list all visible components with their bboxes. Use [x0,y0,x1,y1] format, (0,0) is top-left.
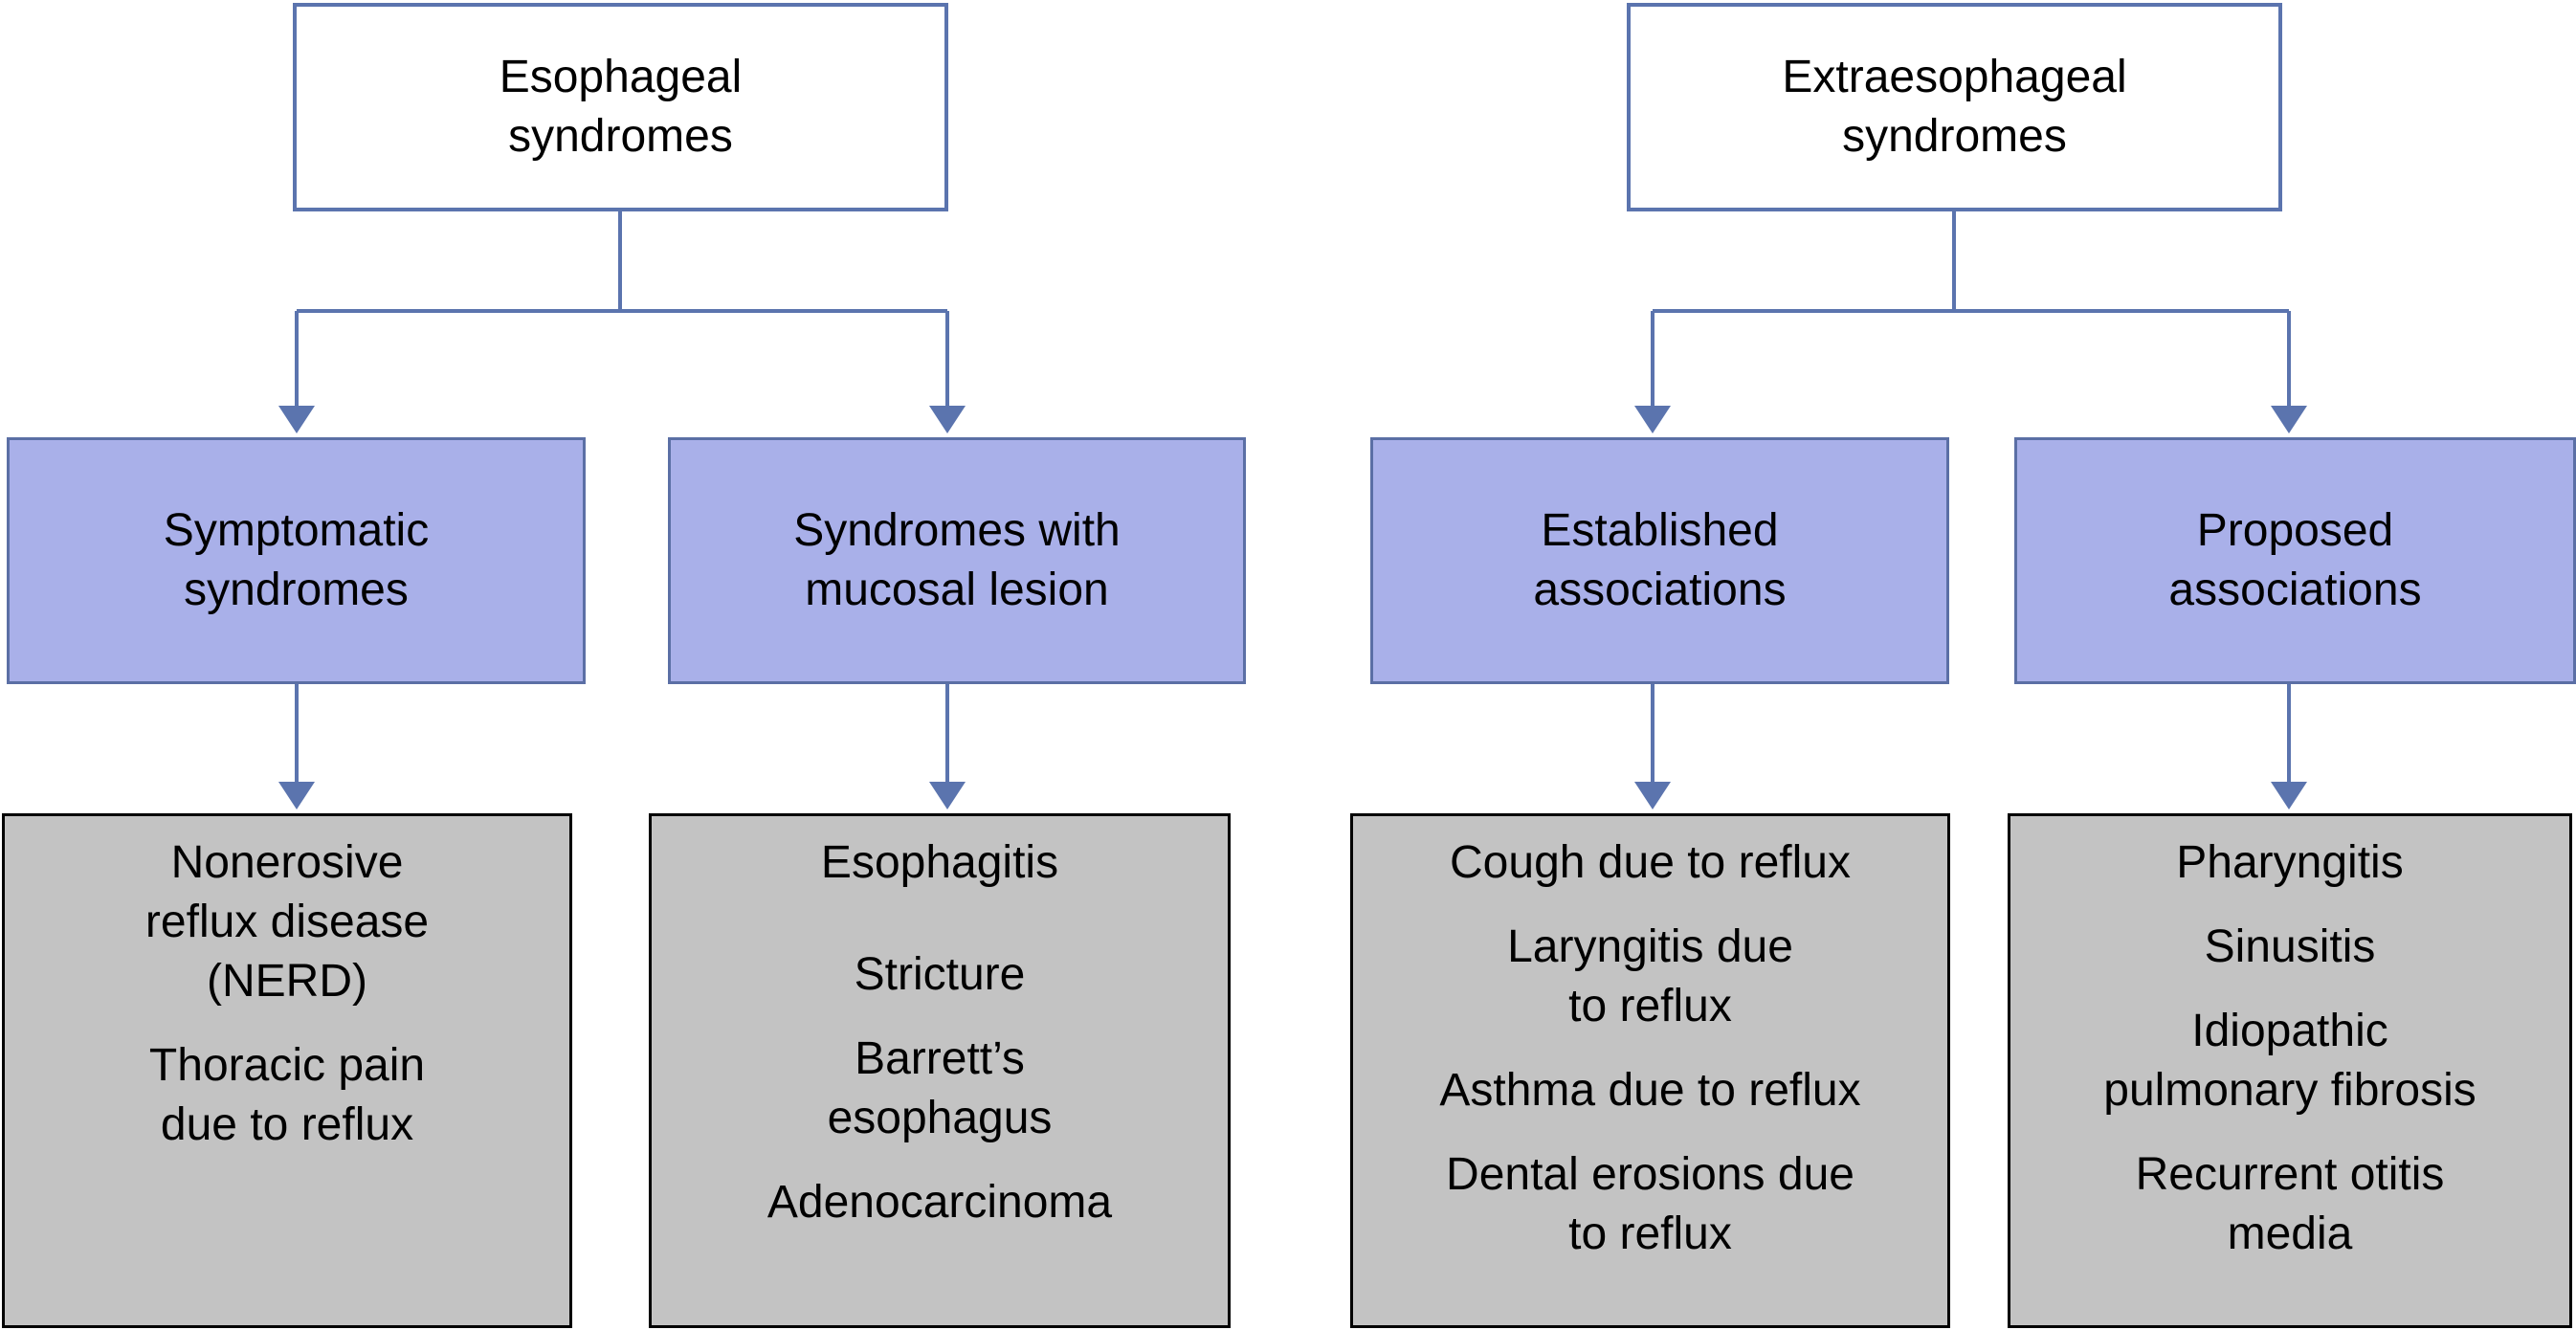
arrow-down-icon [278,406,315,433]
node-label: Established associations [1533,505,1787,615]
connector-esophageal-branches [295,211,949,406]
node-symptomatic-syndrome-list: Nonerosive reflux disease (NERD) Thoraci… [2,813,572,1328]
node-established-associations: Established associations [1370,437,1949,684]
node-label: Proposed associations [2168,505,2422,615]
list-item: Pharyngitis [2176,837,2404,888]
list-item: Idiopathic pulmonary fibrosis [2103,1006,2476,1116]
node-proposed-associations-list: Pharyngitis Sinusitis Idiopathic pulmona… [2008,813,2572,1328]
list-item: Esophagitis [820,837,1059,888]
node-esophageal-syndromes: Esophageal syndromes [293,3,948,211]
list-item: Sinusitis [2204,921,2376,972]
list-item: Asthma due to reflux [1439,1065,1861,1116]
list-item: Laryngitis due to reflux [1507,921,1793,1031]
node-label: Syndromes with mucosal lesion [793,505,1121,615]
node-syndromes-with-mucosal-lesion: Syndromes with mucosal lesion [668,437,1246,684]
connector-level2-to-level3 [295,684,2291,782]
list-item: Cough due to reflux [1450,837,1851,888]
node-extraesophageal-syndromes: Extraesophageal syndromes [1627,3,2282,211]
list-item: Adenocarcinoma [766,1177,1113,1228]
node-label: Esophageal syndromes [499,52,743,162]
arrow-down-icon [278,782,315,809]
node-label: Symptomatic syndromes [163,505,430,615]
node-mucosal-lesion-list: Esophagitis Stricture Barrett’s esophagu… [649,813,1231,1328]
list-item: Stricture [854,949,1026,1000]
list-item: Dental erosions due to reflux [1446,1149,1854,1259]
arrow-down-icon [929,406,966,433]
arrow-down-icon [929,782,966,809]
arrow-down-icon [1634,406,1671,433]
node-label: Extraesophageal syndromes [1782,52,2127,162]
arrow-down-icon [1634,782,1671,809]
list-item: Nonerosive reflux disease (NERD) [144,837,430,1007]
connector-extraesophageal-branches [1651,211,2291,406]
list-item: Barrett’s esophagus [827,1033,1053,1143]
list-item: Thoracic pain due to reflux [148,1040,426,1150]
arrow-down-icon [2271,782,2307,809]
list-item: Recurrent otitis media [2135,1149,2445,1259]
node-established-associations-list: Cough due to reflux Laryngitis due to re… [1350,813,1950,1328]
node-symptomatic-syndromes: Symptomatic syndromes [7,437,586,684]
node-proposed-associations: Proposed associations [2014,437,2576,684]
arrow-down-icon [2271,406,2307,433]
